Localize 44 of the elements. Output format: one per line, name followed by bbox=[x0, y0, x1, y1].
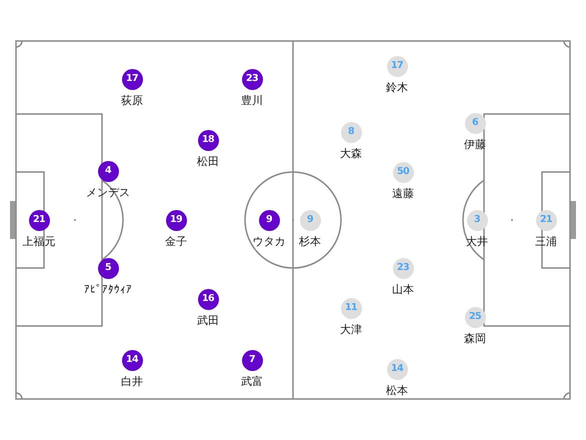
player-name: 山本 bbox=[392, 283, 414, 296]
player-marker: 23 bbox=[392, 258, 414, 278]
player-name: 鈴木 bbox=[386, 81, 408, 94]
player-marker: 8 bbox=[340, 122, 362, 142]
player-name: 大井 bbox=[466, 235, 488, 248]
player-marker: 19 bbox=[166, 210, 186, 230]
player-marker: 18 bbox=[198, 130, 218, 150]
player-name: ウタカ bbox=[252, 235, 286, 248]
player-name: 白井 bbox=[121, 375, 143, 388]
player-name: 大津 bbox=[340, 323, 362, 336]
player-marker: 17 bbox=[386, 56, 408, 76]
player-marker: 16 bbox=[198, 288, 218, 310]
player-name: 武富 bbox=[241, 375, 263, 388]
player-marker: 23 bbox=[242, 68, 262, 90]
player-marker: 21 bbox=[28, 210, 50, 230]
player-marker: 5 bbox=[98, 258, 118, 278]
player-name: 伊藤 bbox=[464, 138, 486, 151]
player-name: ｱﾋﾟｱﾀｳｨｱ bbox=[84, 283, 132, 296]
player-name: 金子 bbox=[165, 235, 187, 248]
player-marker: 9 bbox=[300, 210, 320, 230]
player-marker: 21 bbox=[536, 210, 556, 230]
player-name: 上福元 bbox=[22, 235, 56, 248]
player-marker: 6 bbox=[464, 112, 486, 134]
player-name: 荻原 bbox=[121, 94, 143, 107]
player-name: 大森 bbox=[340, 147, 362, 160]
player-marker: 50 bbox=[392, 162, 414, 182]
player-marker: 14 bbox=[122, 350, 142, 370]
player-name: 遠藤 bbox=[392, 187, 414, 200]
player-marker: 11 bbox=[340, 298, 362, 318]
player-name: 武田 bbox=[197, 314, 219, 327]
player-name: 松本 bbox=[386, 384, 408, 397]
player-marker: 17 bbox=[122, 68, 142, 90]
player-name: 豊川 bbox=[241, 94, 263, 107]
player-marker: 25 bbox=[464, 306, 486, 328]
player-marker: 9 bbox=[258, 210, 280, 230]
player-marker: 14 bbox=[386, 358, 408, 380]
player-name: 杉本 bbox=[299, 235, 321, 248]
player-name: 松田 bbox=[197, 155, 219, 168]
player-marker: 3 bbox=[466, 210, 488, 230]
player-marker: 7 bbox=[242, 350, 262, 370]
player-name: 森岡 bbox=[464, 332, 486, 345]
player-name: 三浦 bbox=[535, 235, 557, 248]
player-name: メンデス bbox=[86, 186, 130, 199]
player-marker: 4 bbox=[98, 160, 118, 182]
